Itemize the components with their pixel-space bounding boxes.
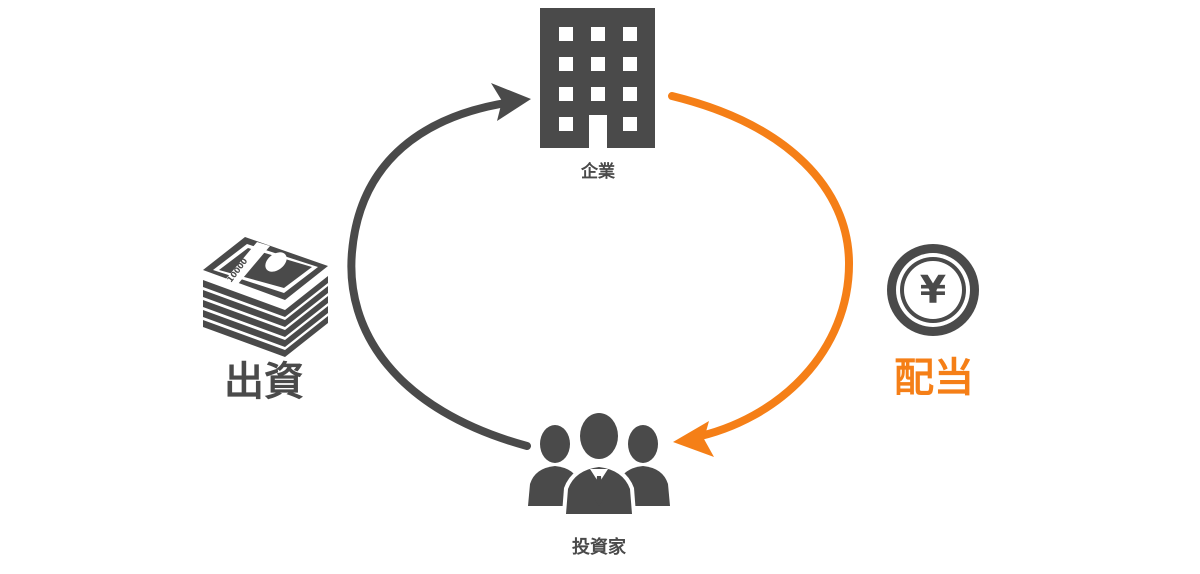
investment-arrow <box>347 83 531 450</box>
dividend-label: 配当 <box>894 355 974 401</box>
office-building-icon <box>540 8 655 148</box>
investor-label: 投資家 <box>572 536 627 558</box>
company-label: 企業 <box>580 161 615 182</box>
business-people-icon <box>528 409 670 514</box>
dividend-arrowhead <box>673 421 714 457</box>
banknote-stack-icon: 10000 <box>203 237 328 357</box>
dividend-arrow <box>668 92 854 457</box>
investment-arrowhead <box>491 83 531 121</box>
yen-symbol: ¥ <box>920 268 946 312</box>
investment-arrow-line <box>347 98 531 450</box>
investment-label: 出資 <box>224 359 304 405</box>
yen-coin-icon: ¥ <box>887 244 979 336</box>
dividend-arrow-line <box>668 92 854 442</box>
